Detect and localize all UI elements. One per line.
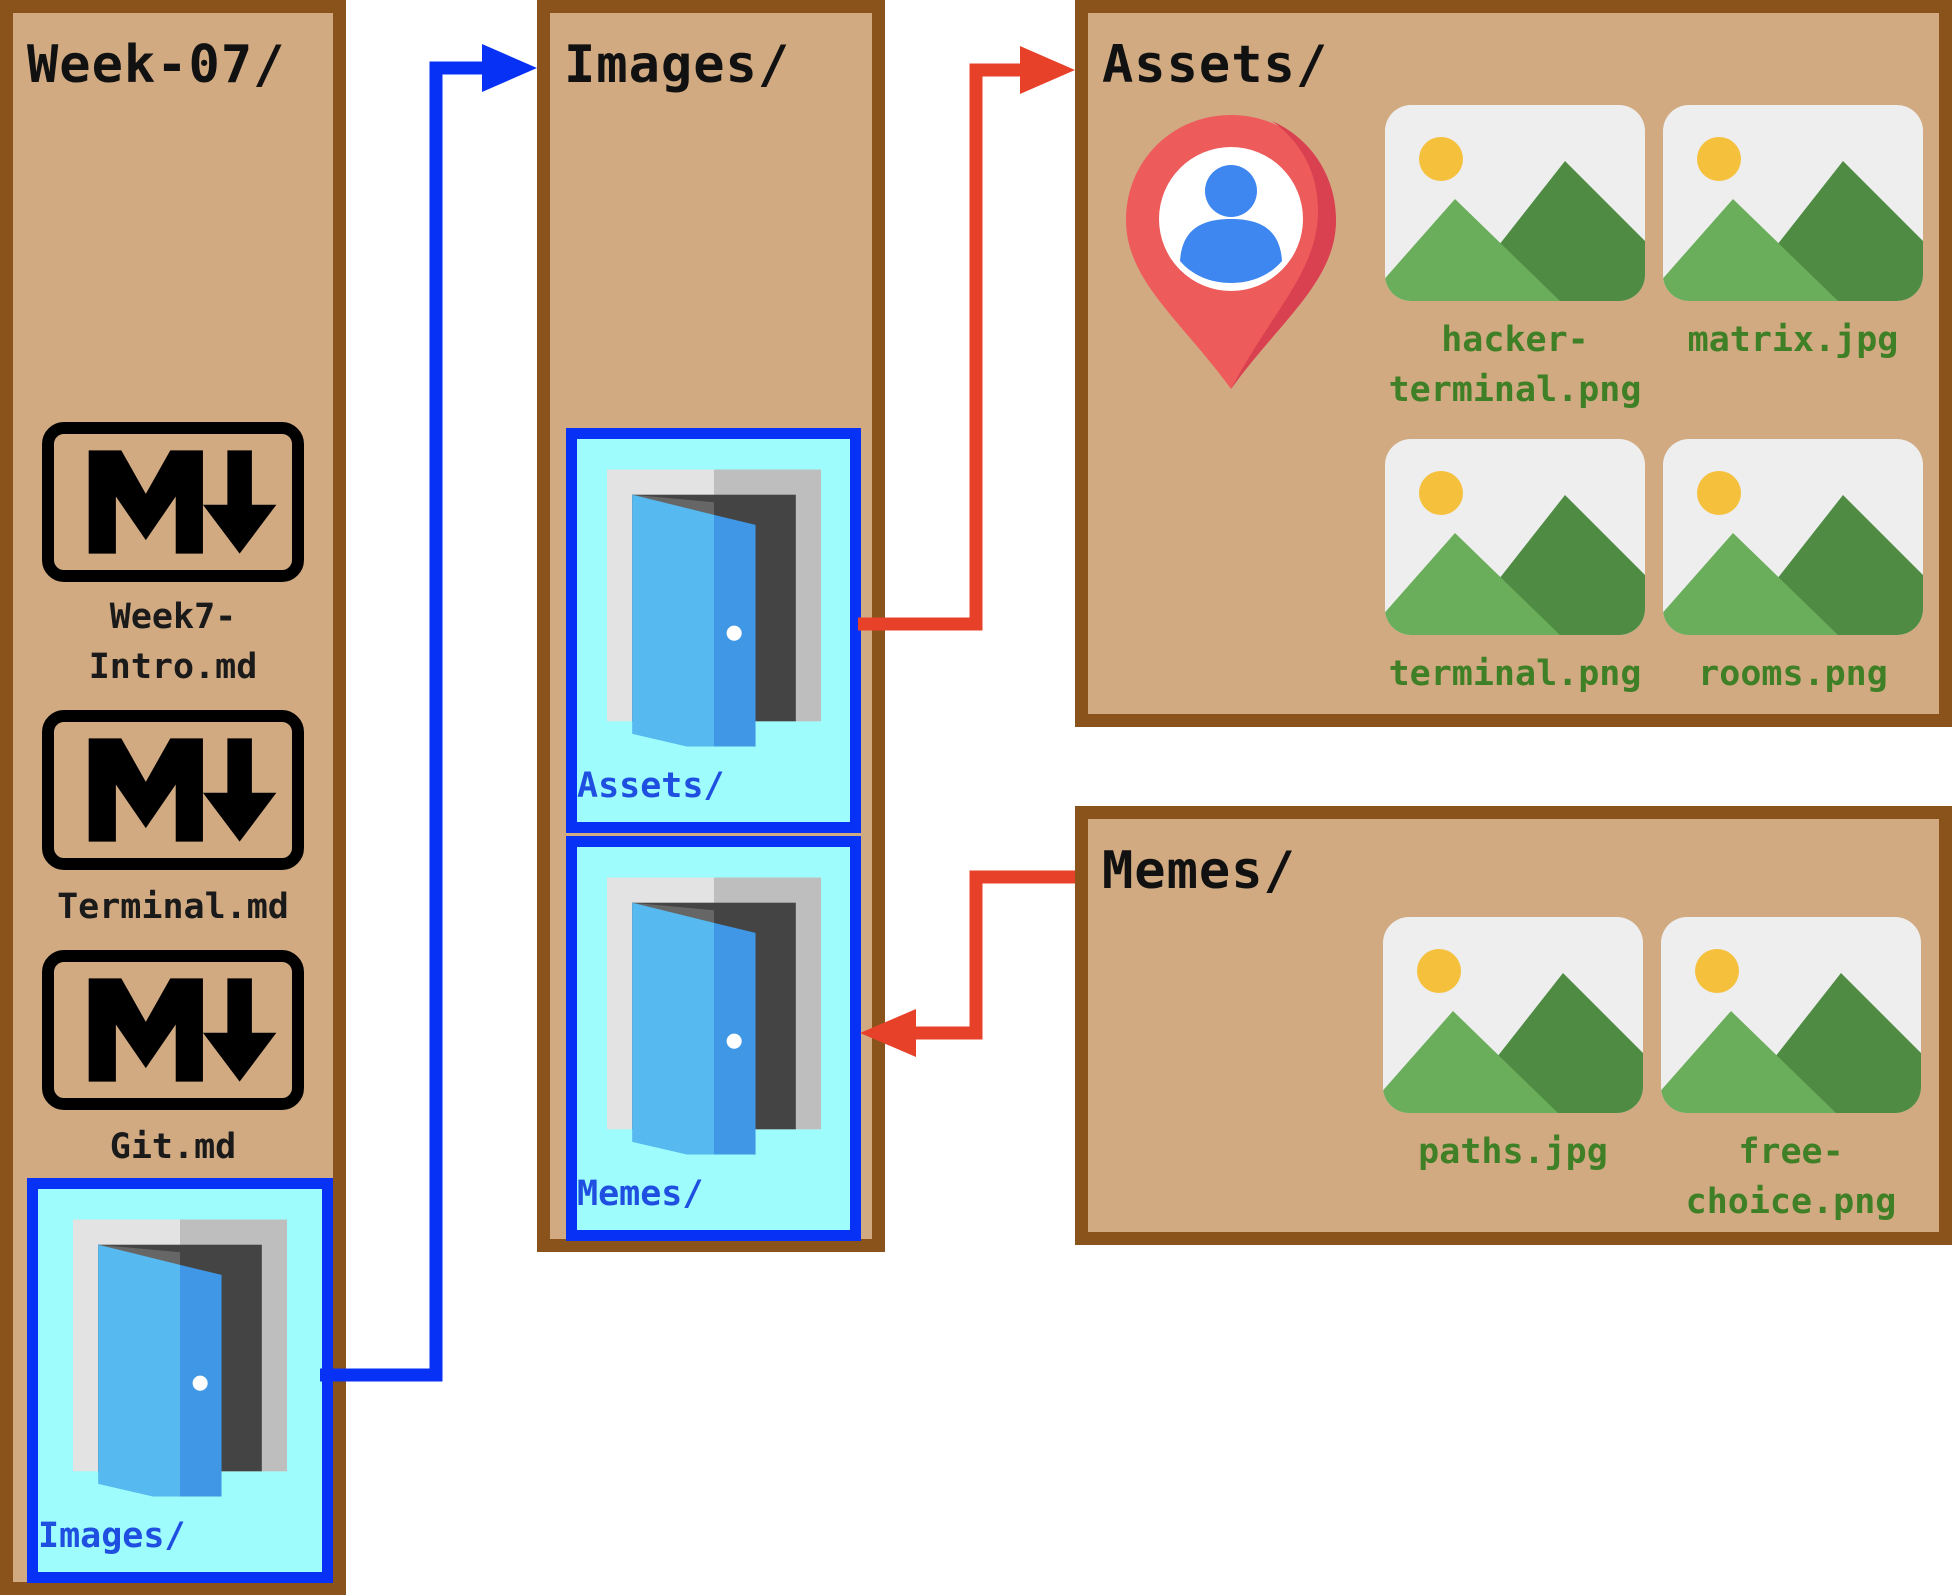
week07-title: Week-07/ [27,35,286,95]
location-pin-user-icon [1126,115,1336,389]
folder-memes[interactable]: Memes/ [566,836,861,1241]
assets-title: Assets/ [1102,35,1329,95]
file-label: Terminal.md [57,887,289,927]
images-title: Images/ [564,35,791,95]
image-label: hacker- terminal.png [1388,320,1642,410]
week07-panel: Week-07/ Week7- Intro.md Terminal.md Git… [0,0,346,1595]
arrow-memes-link [910,870,1075,1040]
assets-panel: Assets/ hacker- terminal.png matrix.jpg … [1075,0,1952,727]
folder-assets[interactable]: Assets/ [566,428,861,833]
image-label: rooms.png [1698,654,1888,694]
arrow-head-blue [482,44,537,92]
memes-panel: Memes/ paths.jpg free- choice.png [1075,806,1952,1245]
markdown-icon [42,422,304,582]
folder-label: Memes/ [577,1174,704,1214]
image-label: paths.jpg [1418,1132,1608,1172]
markdown-icon [42,950,304,1110]
image-label: free- choice.png [1685,1132,1897,1222]
file-label: Git.md [109,1127,237,1167]
folder-label: Assets/ [577,766,725,806]
arrow-images-link [320,61,488,1382]
image-label: matrix.jpg [1687,320,1899,360]
arrow-head-red-assets [1020,46,1075,94]
image-label: terminal.png [1388,654,1642,694]
arrow-assets-link [858,63,1026,631]
arrow-head-red-memes [860,1009,916,1057]
markdown-icon [42,710,304,870]
file-label: Week7- Intro.md [88,597,258,687]
folder-images[interactable]: Images/ [27,1178,333,1583]
folder-label: Images/ [38,1516,186,1556]
images-panel: Images/ Assets/ Memes/ [537,0,885,1252]
memes-title: Memes/ [1102,841,1296,901]
